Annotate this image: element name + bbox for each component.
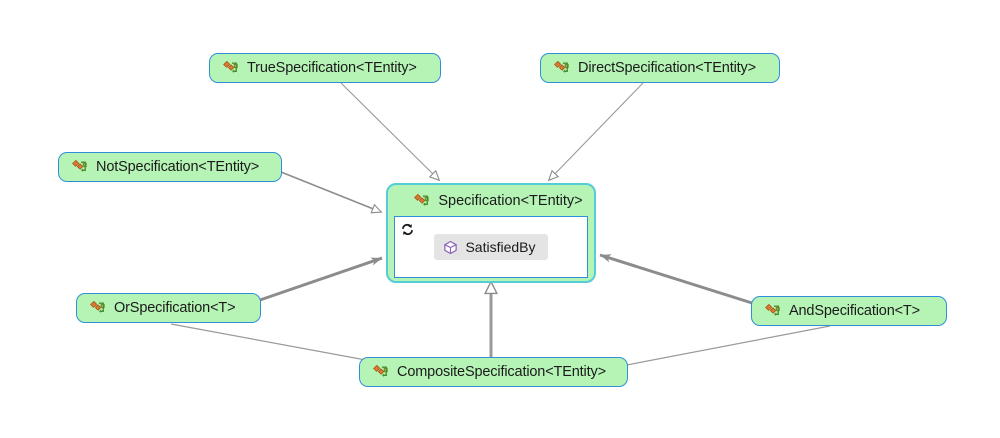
class-node-specification[interactable]: Specification<TEntity> SatisfiedBy	[386, 183, 596, 283]
class-node-and-specification[interactable]: AndSpecification<T>	[751, 296, 947, 326]
member-label: SatisfiedBy	[465, 239, 536, 255]
method-icon	[444, 240, 458, 254]
class-node-or-specification[interactable]: OrSpecification<T>	[76, 293, 261, 323]
specification-members-pane: SatisfiedBy	[394, 216, 588, 278]
class-node-label: CompositeSpecification<TEntity>	[397, 363, 606, 380]
class-node-true-specification[interactable]: TrueSpecification<TEntity>	[209, 53, 441, 83]
class-icon	[554, 60, 569, 73]
class-node-composite-specification[interactable]: CompositeSpecification<TEntity>	[359, 357, 628, 387]
class-node-label: DirectSpecification<TEntity>	[578, 59, 756, 76]
class-icon	[373, 364, 388, 377]
class-node-not-specification[interactable]: NotSpecification<TEntity>	[58, 152, 282, 182]
class-icon	[414, 193, 430, 206]
class-node-label: TrueSpecification<TEntity>	[247, 59, 417, 76]
edge-direct-to-specification	[549, 82, 644, 180]
class-node-label: Specification<TEntity>	[438, 193, 583, 209]
refresh-icon[interactable]	[400, 222, 415, 237]
edge-and-to-composite	[610, 325, 831, 369]
class-icon	[90, 300, 105, 313]
edge-and-to-specification	[599, 253, 753, 305]
class-node-direct-specification[interactable]: DirectSpecification<TEntity>	[540, 53, 780, 83]
member-satisfiedby[interactable]: SatisfiedBy	[434, 234, 548, 260]
edge-true-to-specification	[340, 82, 439, 180]
class-icon	[223, 60, 238, 73]
class-node-label: AndSpecification<T>	[789, 302, 920, 319]
specification-header: Specification<TEntity>	[390, 187, 592, 215]
class-icon	[72, 159, 87, 172]
class-node-label: OrSpecification<T>	[114, 299, 236, 316]
class-node-label: NotSpecification<TEntity>	[96, 158, 260, 175]
edge-or-to-composite	[170, 323, 383, 364]
edge-or-to-specification	[259, 256, 383, 302]
class-icon	[765, 303, 780, 316]
edge-not-to-specification	[280, 171, 381, 212]
